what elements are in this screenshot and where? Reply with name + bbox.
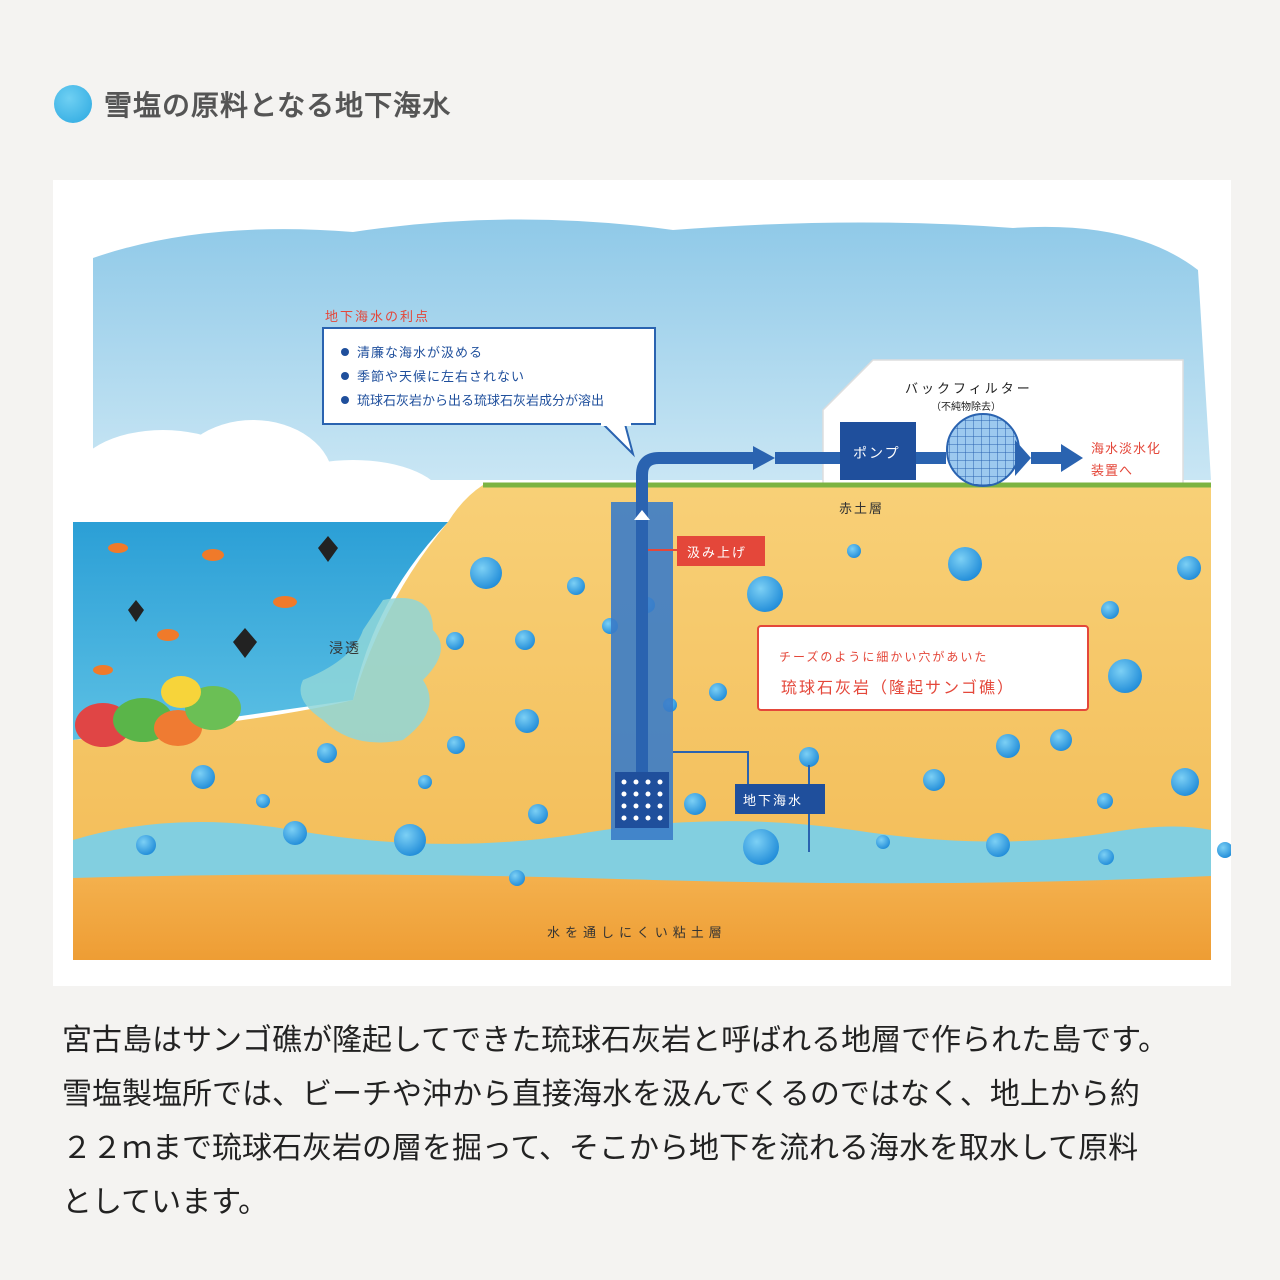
description-line: ２２ｍまで琉球石灰岩の層を掘って、そこから地下を流れる海水を取水して原料 bbox=[62, 1131, 1139, 1166]
coral-reef bbox=[75, 676, 241, 747]
merits-title: 地下海水の利点 bbox=[325, 310, 431, 325]
water-drop-icon bbox=[54, 85, 92, 123]
flow-arrow bbox=[753, 446, 775, 470]
permeation-plume bbox=[300, 598, 441, 743]
groundwater-label: 地下海水 bbox=[743, 794, 804, 809]
section-heading: 雪塩の原料となる地下海水 bbox=[54, 84, 451, 124]
description-text: 宮古島はサンゴ礁が隆起してできた琉球石灰岩と呼ばれる地層で作られた島です。 雪塩… bbox=[62, 1014, 1232, 1230]
pump-box bbox=[840, 422, 916, 480]
well-pipe bbox=[636, 510, 648, 782]
groundwater-band bbox=[73, 821, 1211, 885]
pumping-label-box bbox=[677, 536, 765, 566]
description-line: としています。 bbox=[62, 1185, 269, 1220]
pumping-label: 汲み上げ bbox=[687, 546, 748, 561]
outflow-arrow bbox=[1061, 444, 1083, 472]
cloud bbox=[53, 420, 493, 540]
merit-item-3: 琉球石灰岩から出る琉球石灰岩成分が溶出 bbox=[357, 394, 605, 409]
limestone-caption-box bbox=[757, 625, 1089, 711]
pump-label: ポンプ bbox=[853, 446, 901, 462]
backfilter-mesh bbox=[946, 413, 1020, 487]
merits-callout bbox=[322, 327, 656, 425]
groundwater-diagram: 地下海水の利点 清廉な海水が汲める 季節や天候に左右されない 琉球石灰岩から出る… bbox=[53, 180, 1231, 986]
clay-label: 水を通しにくい粘土層 bbox=[547, 926, 727, 941]
destination-line-2: 装置へ bbox=[1091, 464, 1134, 479]
merit-item-2: 季節や天候に左右されない bbox=[357, 370, 526, 385]
backfilter-sub: （不純物除去） bbox=[931, 402, 1001, 413]
backfilter-label: バックフィルター bbox=[905, 382, 1033, 397]
pipe-riser bbox=[636, 452, 753, 520]
merit-item-1: 清廉な海水が汲める bbox=[357, 346, 484, 361]
groundwater-label-box bbox=[735, 784, 825, 814]
section-title: 雪塩の原料となる地下海水 bbox=[104, 89, 452, 122]
description-line: 宮古島はサンゴ礁が隆起してできた琉球石灰岩と呼ばれる地層で作られた島です。 bbox=[62, 1023, 1169, 1058]
destination-line-1: 海水淡水化 bbox=[1091, 442, 1162, 457]
red-soil-label: 赤土層 bbox=[839, 502, 885, 517]
fish-school bbox=[93, 536, 338, 675]
description-line: 雪塩製塩所では、ビーチや沖から直接海水を汲んでくるのではなく、地上から約 bbox=[62, 1077, 1140, 1112]
permeation-label: 浸透 bbox=[329, 641, 361, 657]
limestone-caption-line-1: チーズのように細かい穴があいた bbox=[779, 650, 989, 664]
limestone-pores bbox=[136, 544, 1231, 886]
limestone-caption-line-2: 琉球石灰岩（隆起サンゴ礁） bbox=[781, 678, 1016, 697]
clay-layer bbox=[73, 874, 1211, 960]
